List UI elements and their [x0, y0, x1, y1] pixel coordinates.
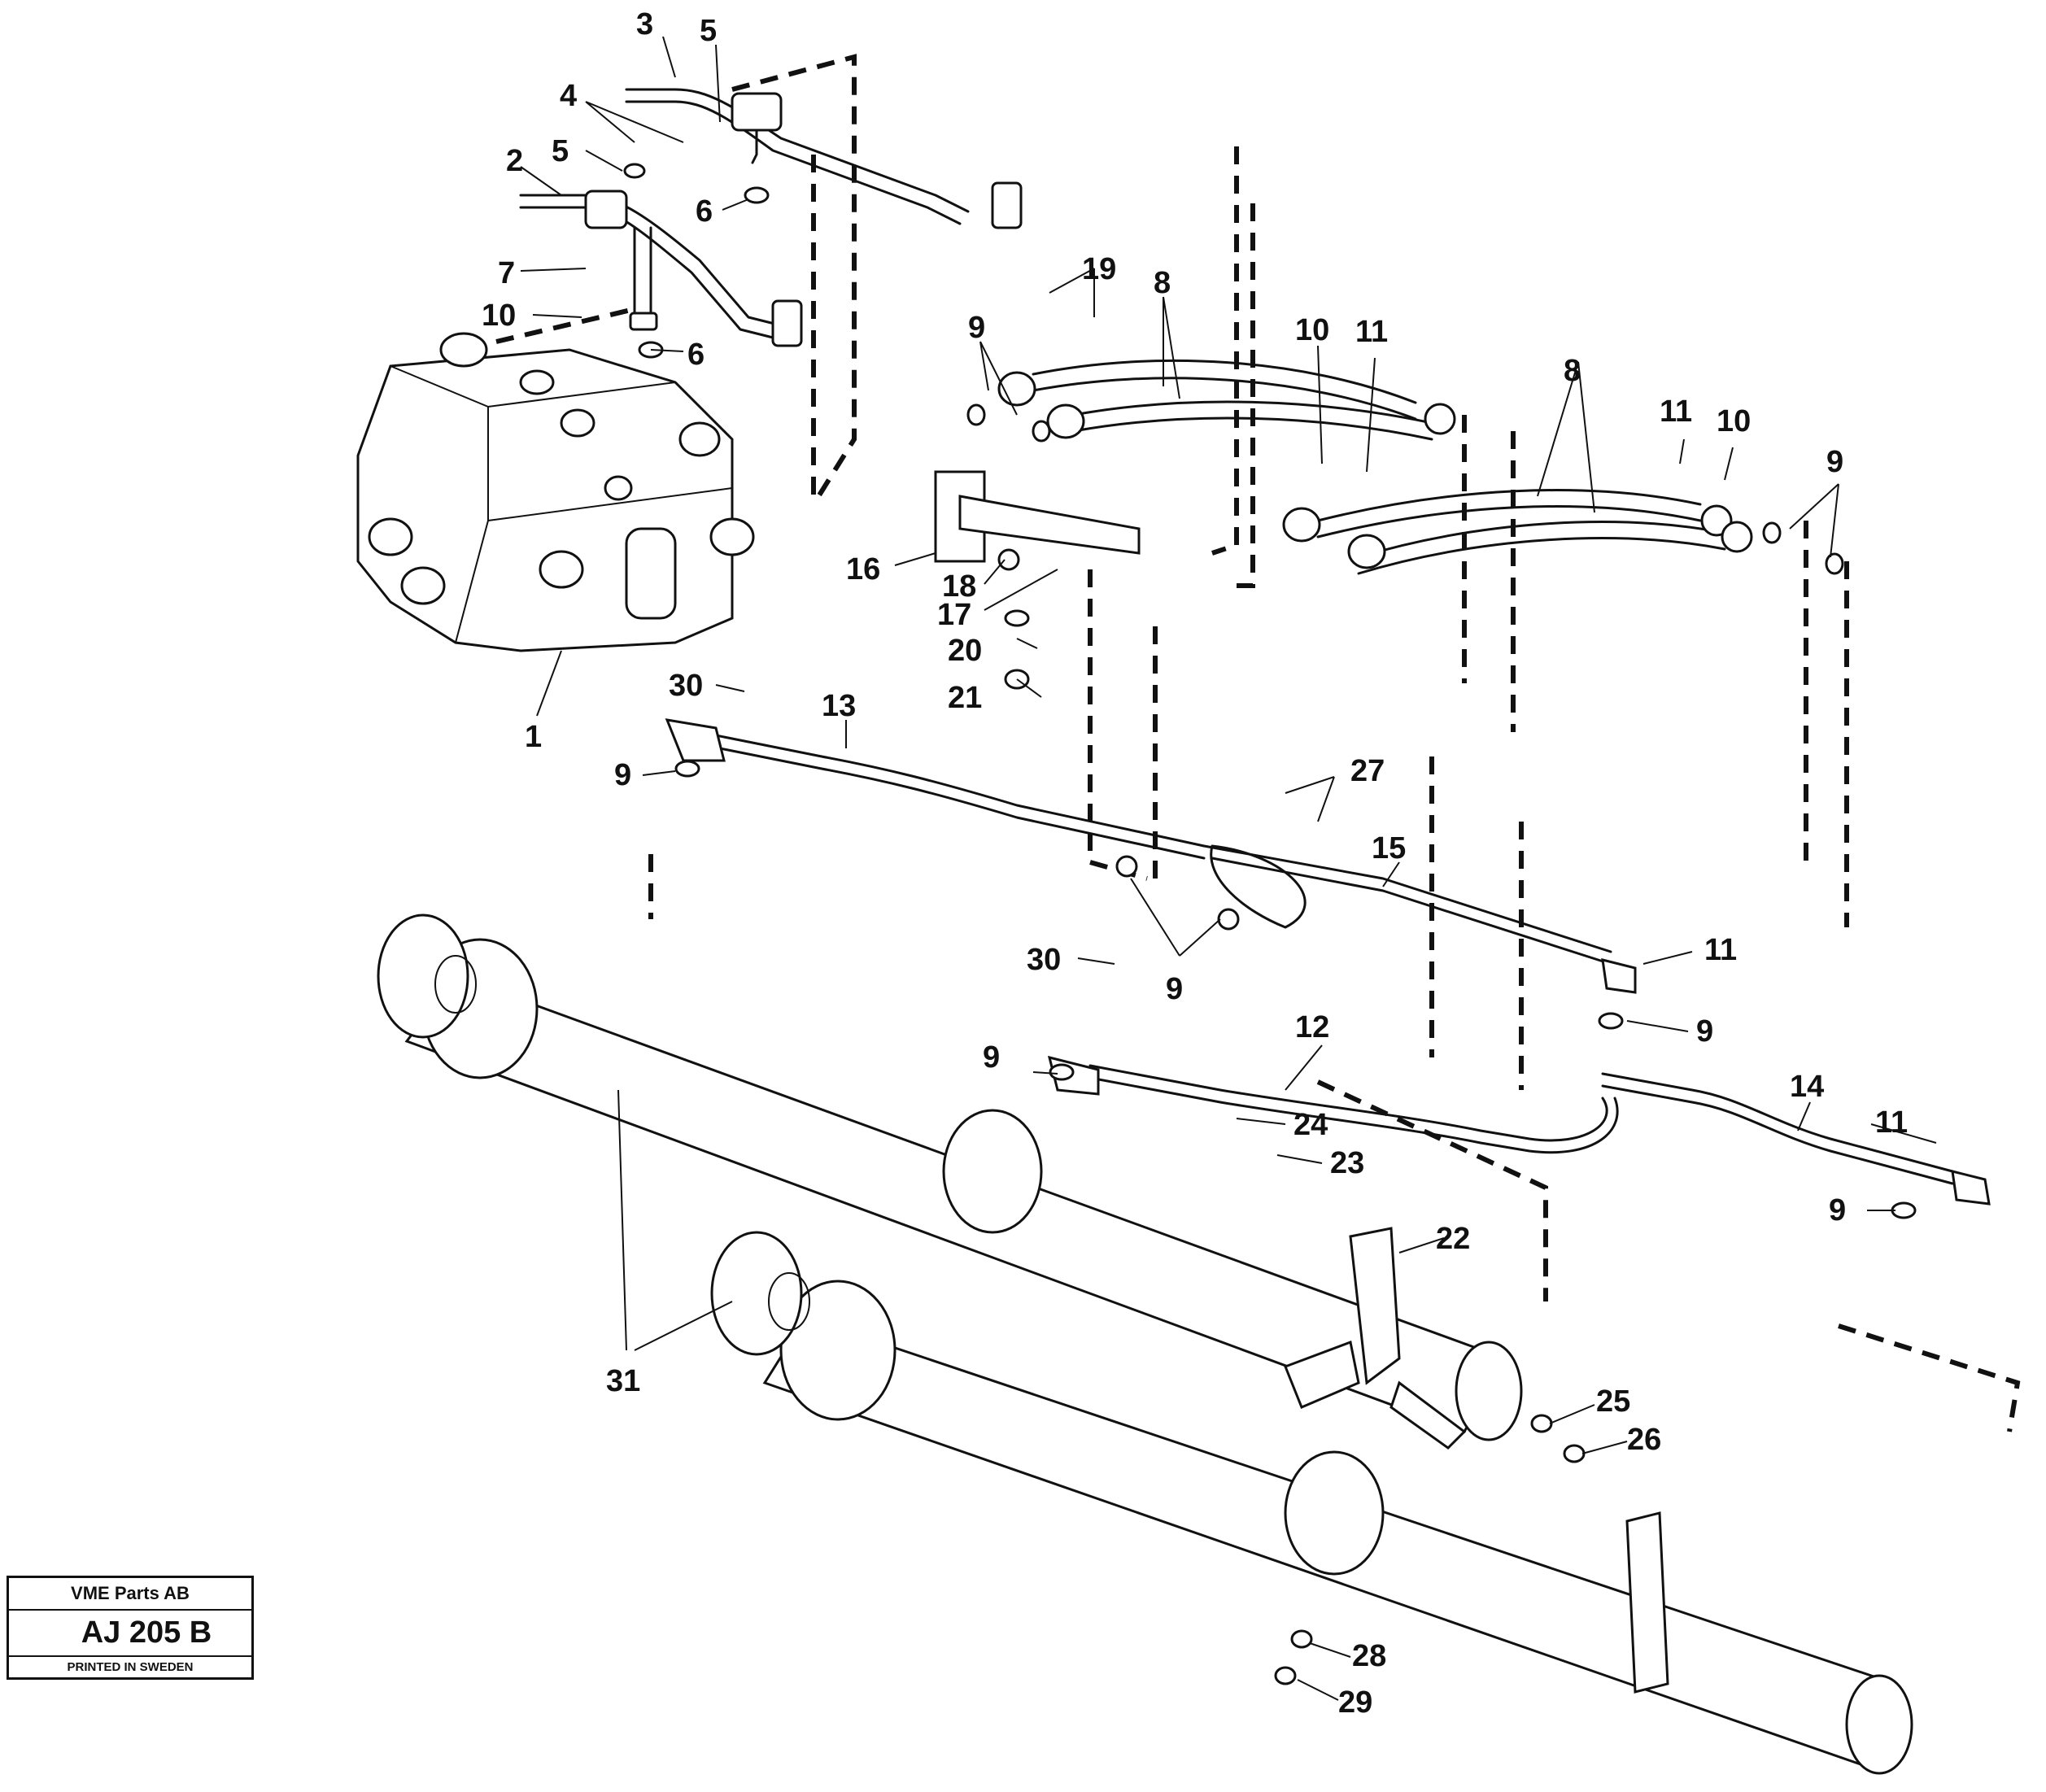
callout-31: 31	[606, 1364, 640, 1398]
callout-30: 30	[669, 669, 703, 703]
hose-pair-right	[1282, 489, 1753, 575]
hydraulic-cylinder-upper	[377, 913, 1523, 1441]
steel-pipe-3	[625, 88, 1023, 229]
callout-27: 27	[1350, 754, 1385, 788]
steel-pipe-14	[1601, 1072, 1991, 1206]
callout-7: 7	[498, 256, 515, 290]
callout-13: 13	[822, 689, 856, 723]
callout-1: 1	[525, 720, 542, 754]
callout-15: 15	[1372, 831, 1406, 865]
callout-23: 23	[1330, 1146, 1364, 1180]
callout-19: 19	[1082, 252, 1116, 286]
callout-5: 5	[552, 134, 569, 168]
callout-11: 11	[1355, 315, 1388, 349]
drawing-code: AJ 205 B	[9, 1611, 251, 1657]
control-valve-block	[356, 332, 755, 652]
callout-10: 10	[482, 299, 516, 333]
callout-6: 6	[696, 194, 713, 229]
callout-9: 9	[968, 311, 985, 345]
callout-2: 2	[506, 144, 523, 178]
callout-16: 16	[846, 552, 880, 586]
hose-bracket	[934, 470, 1141, 563]
callout-21: 21	[948, 681, 982, 715]
steel-pipe-15	[1202, 844, 1637, 994]
callout-20: 20	[948, 634, 982, 668]
hose-pair-upper	[997, 359, 1456, 441]
callout-8: 8	[1154, 266, 1171, 300]
callouts: 3 5 4 5 2 6 7 10 6 19 8 9 10 11 8 11 10 …	[482, 7, 1908, 1720]
callout-17: 17	[937, 598, 971, 632]
hydraulic-cylinder-lower	[710, 1231, 1913, 1775]
callout-11: 11	[1660, 395, 1692, 429]
callout-9: 9	[1696, 1014, 1713, 1049]
steel-pipe-13	[665, 718, 1206, 860]
fasteners	[623, 163, 1917, 1685]
title-block: VME Parts AB AJ 205 B PRINTED IN SWEDEN	[7, 1576, 254, 1680]
leader-lines	[520, 36, 1937, 1701]
callout-9: 9	[614, 758, 631, 792]
printed-note: PRINTED IN SWEDEN	[67, 1660, 194, 1674]
callout-9: 9	[983, 1040, 1000, 1075]
callout-9: 9	[1166, 972, 1183, 1006]
connection-lines	[495, 54, 2021, 1432]
callout-6: 6	[687, 338, 705, 372]
callout-28: 28	[1352, 1639, 1386, 1673]
callout-8: 8	[1564, 354, 1581, 388]
callout-9: 9	[1829, 1193, 1846, 1227]
callout-12: 12	[1295, 1010, 1329, 1044]
callout-26: 26	[1627, 1423, 1661, 1457]
callout-14: 14	[1790, 1070, 1824, 1104]
company-name: VME Parts AB	[9, 1578, 251, 1611]
callout-22: 22	[1436, 1222, 1470, 1256]
callout-4: 4	[560, 79, 577, 113]
steel-pipe-12	[1047, 1055, 1619, 1154]
callout-9: 9	[1826, 445, 1843, 479]
steel-pipe-2	[519, 190, 803, 347]
callout-11: 11	[1704, 933, 1737, 967]
callout-24: 24	[1293, 1108, 1328, 1142]
callout-5: 5	[700, 14, 717, 48]
cylinder-clamps	[1284, 1227, 1669, 1694]
callout-10: 10	[1295, 313, 1329, 347]
callout-3: 3	[636, 7, 653, 41]
callout-30: 30	[1027, 943, 1061, 977]
callout-10: 10	[1717, 404, 1751, 438]
callout-11: 11	[1875, 1105, 1908, 1140]
callout-25: 25	[1596, 1384, 1630, 1419]
callout-18: 18	[942, 569, 976, 604]
callout-29: 29	[1338, 1685, 1372, 1720]
